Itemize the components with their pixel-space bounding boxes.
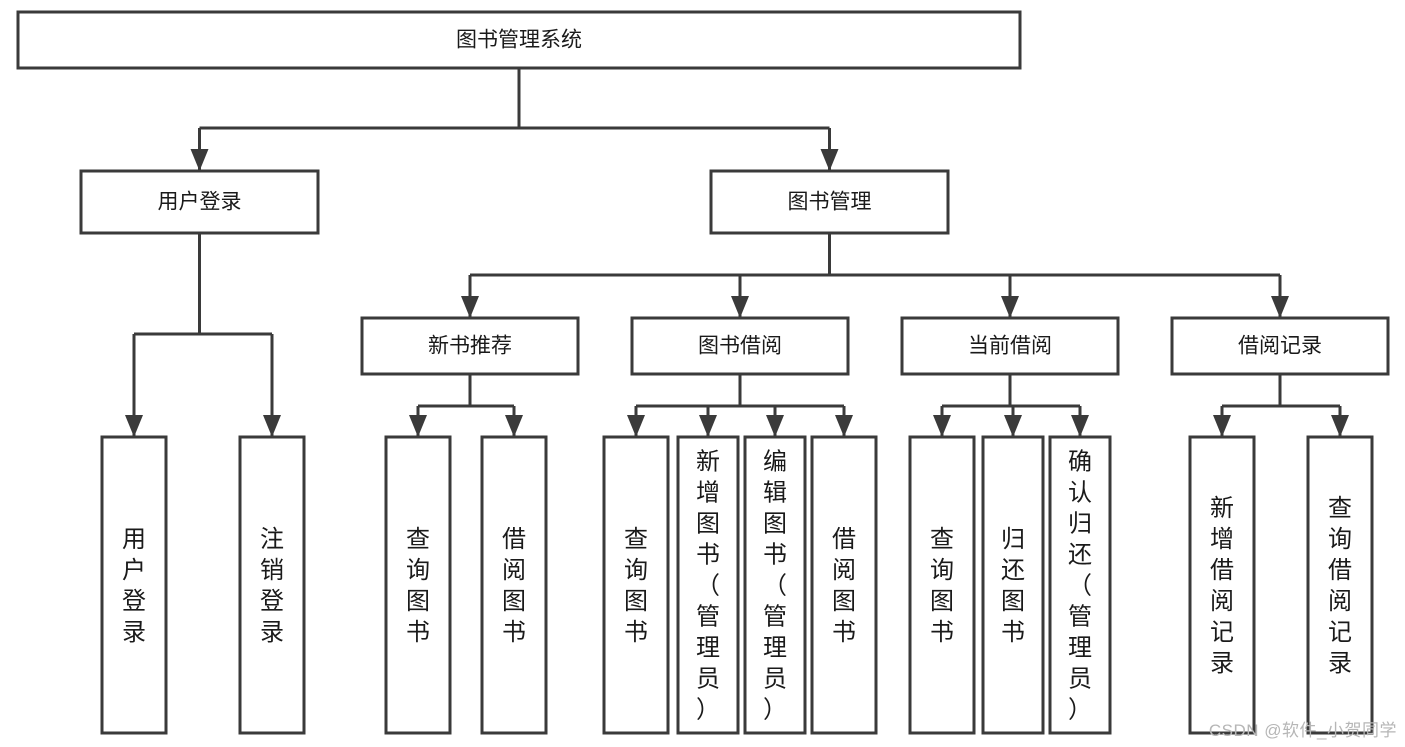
node-leaf-query-book-3[interactable]: 查询图书 [908,435,976,735]
node-label-leaf-add-book: 新增图书（管理员） [696,449,720,724]
node-newbook[interactable]: 新书推荐 [360,316,580,376]
node-login[interactable]: 用户登录 [79,169,320,235]
node-current[interactable]: 当前借阅 [900,316,1120,376]
node-leaf-edit-book[interactable]: 编辑图书（管理员） [743,435,807,735]
node-leaf-query-book-1[interactable]: 查询图书 [384,435,452,735]
csdn-watermark: CSDN @软件_小贺同学 [1208,721,1397,740]
node-box-leaf-query-book-3[interactable] [908,435,976,735]
node-leaf-confirm-return[interactable]: 确认归还（管理员） [1048,435,1112,735]
node-label-login: 用户登录 [158,191,242,214]
arrow-head-icon [699,415,717,437]
node-box-record[interactable] [1170,316,1390,376]
node-label-leaf-user-login: 用户登录 [122,526,146,646]
node-box-leaf-add-record[interactable] [1188,435,1256,735]
arrow-head-icon [835,415,853,437]
node-label-leaf-query-book-2: 查询图书 [624,526,648,646]
node-box-login[interactable] [79,169,320,235]
node-box-leaf-confirm-return[interactable] [1048,435,1112,735]
node-box-current[interactable] [900,316,1120,376]
node-box-borrow[interactable] [630,316,850,376]
node-label-leaf-return-book: 归还图书 [1001,526,1025,646]
arrow-head-icon [1004,415,1022,437]
arrow-head-icon [627,415,645,437]
node-label-bookmgmt: 图书管理 [788,191,872,214]
arrow-head-icon [1331,415,1349,437]
arrow-head-icon [766,415,784,437]
node-leaf-return-book[interactable]: 归还图书 [981,435,1045,735]
node-box-bookmgmt[interactable] [709,169,950,235]
node-leaf-add-record[interactable]: 新增借阅记录 [1188,435,1256,735]
node-box-leaf-return-book[interactable] [981,435,1045,735]
arrow-head-icon [820,149,839,171]
node-leaf-borrow-book-1[interactable]: 借阅图书 [480,435,548,735]
arrow-head-icon [933,415,951,437]
node-borrow[interactable]: 图书借阅 [630,316,850,376]
node-leaf-user-logout[interactable]: 注销登录 [238,435,306,735]
node-leaf-borrow-book-2[interactable]: 借阅图书 [810,435,878,735]
arrow-head-icon [263,415,281,437]
arrow-head-icon [190,149,209,171]
node-leaf-query-record[interactable]: 查询借阅记录 [1306,435,1374,735]
node-label-leaf-query-record: 查询借阅记录 [1328,495,1352,677]
node-label-current: 当前借阅 [968,335,1052,358]
node-leaf-add-book[interactable]: 新增图书（管理员） [676,435,740,735]
arrow-head-icon [505,415,523,437]
node-box-leaf-user-login[interactable] [100,435,168,735]
node-root[interactable]: 图书管理系统 [16,10,1022,70]
arrow-head-icon [731,296,749,318]
node-box-leaf-query-book-1[interactable] [384,435,452,735]
node-label-leaf-edit-book: 编辑图书（管理员） [763,449,787,724]
node-label-newbook: 新书推荐 [428,335,512,358]
node-label-root: 图书管理系统 [456,29,582,52]
arrow-head-icon [1271,296,1289,318]
node-label-leaf-add-record: 新增借阅记录 [1210,495,1234,677]
node-box-root[interactable] [16,10,1022,70]
arrow-head-icon [461,296,479,318]
node-label-leaf-query-book-3: 查询图书 [930,526,954,646]
node-layer: 图书管理系统用户登录图书管理新书推荐图书借阅当前借阅借阅记录用户登录注销登录查询… [16,10,1390,735]
arrow-head-icon [1001,296,1019,318]
node-box-leaf-borrow-book-2[interactable] [810,435,878,735]
node-box-leaf-edit-book[interactable] [743,435,807,735]
node-box-leaf-query-record[interactable] [1306,435,1374,735]
arrow-head-icon [125,415,143,437]
node-box-leaf-borrow-book-1[interactable] [480,435,548,735]
node-box-leaf-query-book-2[interactable] [602,435,670,735]
node-bookmgmt[interactable]: 图书管理 [709,169,950,235]
node-label-record: 借阅记录 [1238,335,1322,358]
arrow-head-icon [409,415,427,437]
connector-layer [125,68,1349,437]
node-record[interactable]: 借阅记录 [1170,316,1390,376]
node-box-leaf-user-logout[interactable] [238,435,306,735]
node-label-leaf-borrow-book-2: 借阅图书 [832,526,856,646]
node-leaf-user-login[interactable]: 用户登录 [100,435,168,735]
node-leaf-query-book-2[interactable]: 查询图书 [602,435,670,735]
node-label-leaf-borrow-book-1: 借阅图书 [502,526,526,646]
node-label-borrow: 图书借阅 [698,335,782,358]
node-label-leaf-user-logout: 注销登录 [260,526,284,646]
node-label-leaf-query-book-1: 查询图书 [406,526,430,646]
node-label-leaf-confirm-return: 确认归还（管理员） [1068,449,1092,724]
node-box-leaf-add-book[interactable] [676,435,740,735]
arrow-head-icon [1071,415,1089,437]
arrow-head-icon [1213,415,1231,437]
node-box-newbook[interactable] [360,316,580,376]
